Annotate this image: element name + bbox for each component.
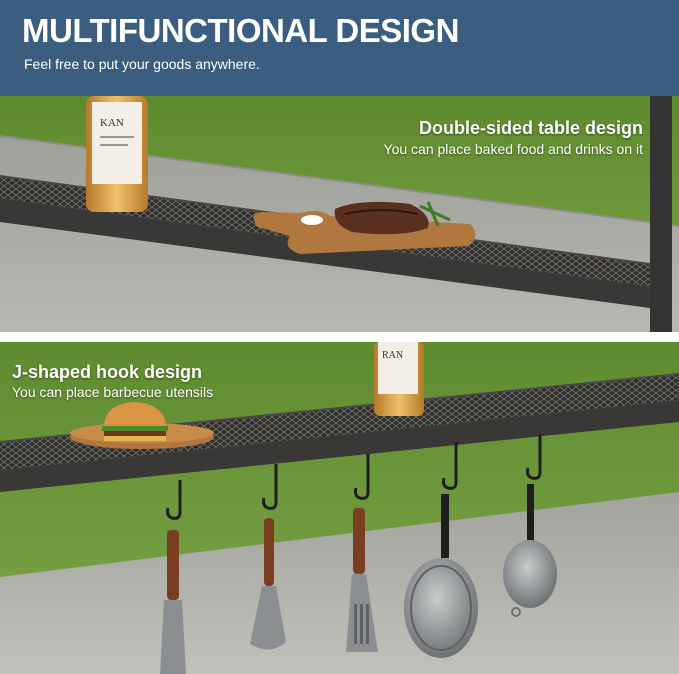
bottle-illustration: RAN [374, 342, 424, 416]
hook-scene-illustration: RAN [0, 342, 679, 674]
frame-post [650, 96, 672, 332]
large-pan-utensil [404, 442, 478, 658]
page-subtitle: Feel free to put your goods anywhere. [24, 56, 260, 72]
panel-double-sided-table: KAN Double-sided table design You can pl… [0, 96, 679, 332]
feature-title-hook: J-shaped hook design [12, 362, 203, 382]
steak-board-illustration [253, 201, 476, 254]
table-scene-illustration: KAN [0, 96, 679, 332]
svg-text:RAN: RAN [382, 350, 403, 361]
svg-text:KAN: KAN [100, 117, 124, 129]
slotted-spatula-utensil [346, 454, 378, 652]
header-banner: MULTIFUNCTIONAL DESIGN Feel free to put … [0, 0, 679, 96]
bottle-illustration: KAN [86, 96, 148, 212]
page-title: MULTIFUNCTIONAL DESIGN [22, 12, 459, 49]
turner-utensil [250, 464, 286, 650]
burger-board-illustration [70, 402, 214, 449]
spatula-utensil [160, 480, 186, 674]
feature-subtitle-hook: You can place barbecue utensils [12, 384, 214, 400]
small-pan-utensil [503, 434, 557, 617]
feature-title-table: Double-sided table design [418, 118, 643, 138]
feature-subtitle-table: You can place baked food and drinks on i… [383, 141, 643, 157]
panel-j-hook: RAN [0, 342, 679, 674]
